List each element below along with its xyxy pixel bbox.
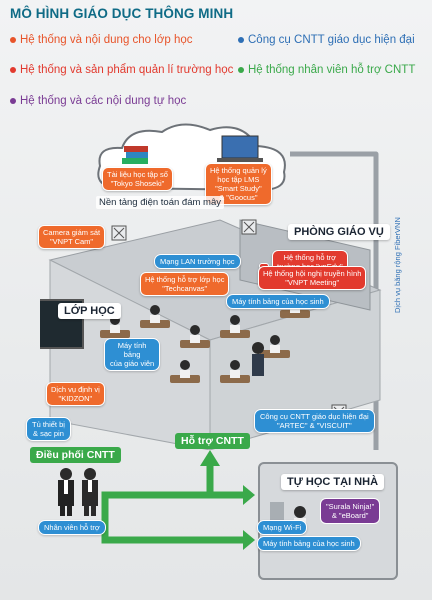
student-body — [110, 325, 120, 333]
desk — [170, 375, 200, 383]
bullet-icon — [10, 67, 16, 73]
student-body — [270, 345, 280, 353]
support-staff-box: Nhân viên hỗ trợ — [38, 520, 106, 535]
student-head — [190, 325, 200, 335]
desks — [100, 310, 310, 383]
student-head — [230, 315, 240, 325]
teacher-body — [252, 354, 264, 376]
home-label: TỰ HỌC TẠI NHÀ — [281, 474, 385, 490]
bullet-icon — [10, 37, 16, 43]
legend-label: Công cụ CNTT giáo dục hiện đại — [248, 34, 415, 46]
class-support-box: Hệ thống hỗ trợ lớp học "Techcanvas" — [140, 272, 230, 296]
arrow-up-head — [200, 450, 220, 466]
legend-item-school-management: Hệ thống và sản phẩm quản lí trường học — [10, 64, 233, 76]
cloud-caption: Nền tảng điện toán đám mây — [96, 196, 224, 209]
student-tablet-box: Máy tính bảng của học sinh — [226, 294, 330, 309]
student-head — [150, 305, 160, 315]
staff-person-icon — [58, 468, 74, 516]
legend-item-it-support: Hệ thống nhân viên hỗ trợ CNTT — [238, 64, 415, 76]
teacher — [252, 342, 264, 376]
legend-item-self-study: Hệ thống và các nội dung tự học — [10, 95, 186, 107]
teacher-tablet-box: Máy tính bảng của giáo viên — [104, 338, 161, 371]
teacher-head — [252, 342, 264, 354]
self-study-box: "Surala Ninja!" & "eBoard" — [320, 498, 381, 524]
legend-label: Hệ thống và sản phẩm quản lí trường học — [20, 64, 234, 76]
charger-box: Tủ thiết bị & sạc pin — [26, 417, 71, 441]
support-staff-illustration — [58, 468, 98, 516]
office-label: PHÒNG GIÁO VỤ — [288, 224, 390, 240]
student-body — [190, 335, 200, 343]
modern-tools-box: Công cụ CNTT giáo dục hiện đại "ARTEC" &… — [254, 409, 375, 433]
student-head — [294, 506, 306, 518]
fiber-label: Dịch vụ băng rộng FiberVNN — [393, 217, 402, 313]
location-service-box: Dịch vụ định vị "KIDZON" — [46, 382, 105, 406]
student-head — [270, 335, 280, 345]
desk — [280, 310, 310, 318]
digital-textbook-box: Tài liệu học tập số "Tokyo Shoseki" — [102, 167, 173, 191]
it-support-label: Hỗ trợ CNTT — [175, 433, 250, 449]
laptop-icon — [217, 135, 263, 162]
books-icon — [122, 146, 148, 164]
student-head — [230, 360, 240, 370]
bullet-icon — [10, 98, 16, 104]
support-arrows — [101, 450, 255, 550]
legend-label: Hệ thống nhân viên hỗ trợ CNTT — [248, 64, 416, 76]
wifi-box: Mạng Wi-Fi — [257, 520, 308, 535]
classroom-label: LỚP HỌC — [58, 303, 121, 319]
student-body — [290, 305, 300, 313]
legend-label: Hệ thống và các nội dung tự học — [20, 95, 187, 107]
home-tablet-box: Máy tính bảng của học sinh — [257, 536, 361, 551]
staff-person-icon — [82, 468, 98, 516]
student-body — [180, 370, 190, 378]
desk — [180, 340, 210, 348]
legend-item-classroom: Hệ thống và nội dung cho lớp học — [10, 34, 193, 46]
desk — [140, 320, 170, 328]
desk — [220, 375, 250, 383]
desk — [260, 350, 290, 358]
router-icon — [241, 219, 257, 235]
bullet-icon — [238, 67, 244, 73]
student-body — [150, 315, 160, 323]
page-title: MÔ HÌNH GIÁO DỤC THÔNG MINH — [10, 6, 234, 21]
lan-box: Mạng LAN trường học — [154, 254, 241, 269]
bullet-icon — [238, 37, 244, 43]
lms-box: Hệ thống quản lý học tập LMS "Smart Stud… — [205, 163, 272, 205]
it-coordination-label: Điều phối CNTT — [30, 447, 121, 463]
conference-box: Hệ thống hội nghị truyền hình "VNPT Meet… — [258, 266, 367, 290]
router-icon — [111, 225, 127, 241]
camera-box: Camera giám sát "VNPT Cam" — [38, 225, 106, 249]
student-body — [230, 325, 240, 333]
arrow-right-head-bottom — [243, 530, 255, 550]
arrow-right-head-top — [243, 485, 255, 505]
student-body — [230, 370, 240, 378]
legend-label: Hệ thống và nội dung cho lớp học — [20, 34, 193, 46]
desk — [100, 330, 130, 338]
student-head — [180, 360, 190, 370]
legend-item-modern-tools: Công cụ CNTT giáo dục hiện đại — [238, 34, 415, 46]
desk — [220, 330, 250, 338]
